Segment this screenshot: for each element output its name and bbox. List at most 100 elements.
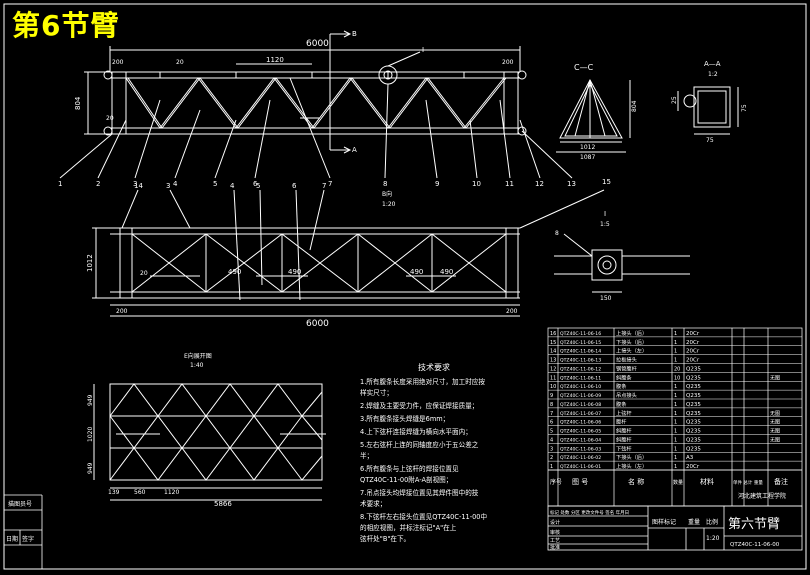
tech-req-line: QTZ40C-11-00附A-A剖视图； bbox=[360, 475, 452, 484]
unfold-dim-mid: 1020 bbox=[87, 427, 94, 442]
callout-12: 12 bbox=[535, 180, 544, 188]
bom-cell: 1 bbox=[674, 429, 677, 435]
bom-header-material: 材料 bbox=[700, 477, 714, 486]
bom-cell: Q235 bbox=[686, 402, 701, 408]
tech-req-line: 术要求； bbox=[360, 499, 386, 508]
plan-callout-15: 15 bbox=[602, 178, 611, 186]
bom-cell: QTZ40C-11-06-14 bbox=[560, 349, 601, 355]
callout-2: 2 bbox=[96, 180, 100, 188]
plan-dim-490-1: 490 bbox=[288, 268, 301, 276]
b-view-title: B向 bbox=[382, 190, 392, 198]
bom-cell: 5 bbox=[550, 429, 553, 435]
bom-cell: 无图 bbox=[770, 420, 780, 426]
unfold-title: E向展开图 bbox=[184, 352, 212, 360]
bom-cell: 腹条 bbox=[616, 382, 626, 390]
bom-cell: 12 bbox=[550, 366, 556, 372]
bom-cell: 1 bbox=[674, 402, 677, 408]
section-a-label: A bbox=[352, 146, 357, 154]
main-label-20b: 20 bbox=[106, 115, 114, 122]
bom-cell: 1 bbox=[674, 393, 677, 399]
section-cc-view bbox=[556, 78, 631, 153]
tech-req-title: 技术要求 bbox=[418, 362, 450, 372]
section-cc-outer: 1087 bbox=[580, 154, 595, 161]
title-ratio-label: 比例 bbox=[706, 518, 718, 526]
main-callouts: 1 2 3 4 5 6 7 8 9 10 11 12 13 bbox=[58, 180, 576, 188]
plan-dim-20: 20 bbox=[140, 270, 148, 277]
main-end-left-dim: 200 bbox=[112, 59, 124, 66]
bom-cell: 14 bbox=[550, 349, 556, 355]
section-b-label: B bbox=[352, 30, 357, 38]
plan-callout-7: 7 bbox=[322, 182, 326, 190]
callout-13: 13 bbox=[567, 180, 576, 188]
tech-req-line: 1.所有腹条长度采用绝对尺寸，加工时应按 bbox=[360, 377, 485, 386]
detail-i-150: 150 bbox=[600, 295, 612, 302]
bom-cell: QTZ40C-11-06-08 bbox=[560, 402, 601, 408]
plan-callout-4: 4 bbox=[230, 182, 235, 190]
bom-cell: 10 bbox=[550, 384, 556, 390]
main-elevation-view bbox=[59, 30, 573, 179]
unfold-dim-top: 949 bbox=[87, 394, 94, 406]
callout-9: 9 bbox=[435, 180, 439, 188]
bom-cell: QTZ40C-11-06-12 bbox=[560, 366, 601, 372]
callout-6: 6 bbox=[253, 180, 258, 188]
section-aa-75h: 75 bbox=[741, 104, 748, 112]
bom-cell: QTZ40C-11-06-11 bbox=[560, 375, 601, 381]
unfold-dim-560: 560 bbox=[134, 489, 146, 496]
plan-end-left: 200 bbox=[116, 308, 128, 315]
bom-cell: 10 bbox=[674, 375, 680, 381]
bom-cell: 8 bbox=[550, 402, 553, 408]
tech-req-line: 的相应视图，并标注标记"A"在上 bbox=[360, 523, 457, 532]
plan-callout-6: 6 bbox=[292, 182, 297, 190]
plan-callout-3: 3 bbox=[166, 182, 170, 190]
bom-header-remark: 备注 bbox=[774, 477, 788, 486]
unfold-dim-1120: 1120 bbox=[164, 489, 179, 496]
bom-cell: 4 bbox=[550, 437, 553, 443]
plan-height: 1012 bbox=[86, 254, 94, 272]
bom-cell: 3 bbox=[550, 446, 553, 452]
bom-cell: 1 bbox=[674, 340, 677, 346]
bom-cell: 1 bbox=[550, 464, 553, 470]
detail-i-view bbox=[554, 233, 690, 293]
plan-total: 6000 bbox=[306, 319, 329, 329]
overlay-title: 第6节臂 bbox=[12, 9, 120, 42]
tech-req-line: 7.吊点接头均焊接位置见其焊件图中的技 bbox=[360, 488, 479, 497]
plan-dim-490-2: 490 bbox=[410, 268, 423, 276]
section-cc-inner: 1012 bbox=[580, 144, 595, 151]
bom-header-name: 名 称 bbox=[628, 477, 644, 486]
tech-req-line: 6.所有腹条与上弦杆的焊接位置见 bbox=[360, 464, 459, 473]
bom-cell: 1 bbox=[674, 464, 677, 470]
bom-cell: 上接头（后） bbox=[616, 329, 647, 337]
bom-cell: 15 bbox=[550, 340, 556, 346]
title-drawing-title: 第六节臂 bbox=[728, 517, 780, 532]
bom-cell: 无图 bbox=[770, 429, 780, 435]
callout-4: 4 bbox=[173, 180, 178, 188]
bom-cell: QTZ40C-11-06-16 bbox=[560, 331, 601, 337]
bom-cell: 1 bbox=[674, 455, 677, 461]
bom-cell: QTZ40C-11-06-04 bbox=[560, 437, 601, 443]
section-aa-75w: 75 bbox=[706, 137, 714, 144]
section-cc-height: 804 bbox=[631, 100, 638, 112]
unfold-dim-bot: 949 bbox=[87, 462, 94, 474]
bom-cell: 钢管腹杆 bbox=[616, 364, 637, 372]
tech-req-line: 5.左右弦杆上连的同轴度应小于五公差之 bbox=[360, 440, 479, 449]
bom-cell: QTZ40C-11-06-01 bbox=[560, 464, 601, 470]
plan-dim-490-3: 490 bbox=[440, 268, 453, 276]
tech-req-line: 2.焊缝及主要受力件，应保证焊接质量； bbox=[360, 401, 478, 410]
tech-req-line: 4.上下弦杆连接焊缝为横向水平面内； bbox=[360, 427, 472, 436]
bom-cell: 上弦杆 bbox=[616, 409, 632, 417]
bom-cell: 1 bbox=[674, 411, 677, 417]
bom-cell: 20Cr bbox=[686, 464, 700, 470]
detail-i-scale: 1:5 bbox=[600, 221, 610, 228]
main-end-right-dim: 200 bbox=[502, 59, 514, 66]
bom-cell: 9 bbox=[550, 393, 553, 399]
bom-cell: 1 bbox=[674, 446, 677, 452]
tech-requirements: 技术要求 1.所有腹条长度采用绝对尺寸，加工时应按 样实尺寸； 2.焊缝及主要受… bbox=[360, 362, 487, 543]
title-ratio: 1:20 bbox=[706, 535, 720, 542]
bom-cell: 下接头（后） bbox=[616, 338, 647, 346]
bom-cell: 无图 bbox=[770, 437, 780, 443]
bom-cell: 无图 bbox=[770, 411, 780, 417]
bom-cell: A3 bbox=[686, 455, 694, 461]
bom-cell: QTZ40C-11-06-07 bbox=[560, 411, 601, 417]
bom-cell: 1 bbox=[674, 384, 677, 390]
